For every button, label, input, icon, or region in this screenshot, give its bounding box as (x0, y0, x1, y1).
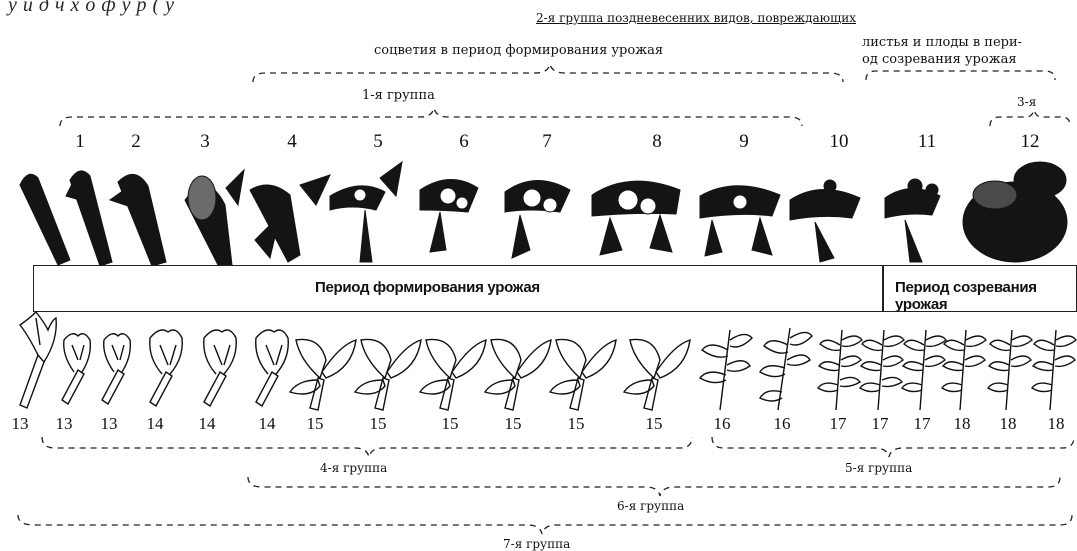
bottom-phase-number: 15 (646, 414, 663, 434)
phase-14-bud-drawing (150, 330, 183, 406)
phase-17-shoot-drawing (860, 330, 904, 410)
phase-17-shoot-drawing (902, 330, 946, 410)
phase-15-leaf-drawing (624, 339, 690, 410)
phase-18-shoot-drawing (1032, 330, 1076, 410)
phase-16-shoot-drawing (700, 330, 752, 410)
bottom-phase-number: 14 (199, 414, 216, 434)
bottom-phase-number: 18 (1000, 414, 1017, 434)
bottom-phase-number: 15 (370, 414, 387, 434)
phase-15-leaf-drawing (420, 339, 486, 410)
bottom-phase-number: 13 (56, 414, 73, 434)
bottom-phase-number: 15 (307, 414, 324, 434)
bottom-phase-number: 17 (830, 414, 847, 434)
bottom-phase-number: 15 (442, 414, 459, 434)
phase-13-bud-drawing (62, 334, 90, 404)
phase-17-shoot-drawing (818, 330, 862, 410)
bottom-phase-number: 16 (714, 414, 731, 434)
phase-14-bud-drawing (204, 330, 237, 406)
bottom-phase-number: 14 (147, 414, 164, 434)
phase-14-bud-drawing (256, 330, 289, 406)
bottom-phase-number: 14 (259, 414, 276, 434)
bottom-phase-number: 17 (914, 414, 931, 434)
phase-16-shoot-drawing (760, 328, 812, 410)
bottom-phase-number: 13 (12, 414, 29, 434)
bottom-phase-number: 16 (774, 414, 791, 434)
phase-18-shoot-drawing (942, 330, 986, 410)
phase-18-shoot-drawing (988, 330, 1032, 410)
bottom-phase-number: 17 (872, 414, 889, 434)
phase-15-leaf-drawing (355, 339, 421, 410)
bottom-phase-number: 15 (505, 414, 522, 434)
phase-13-bud-drawing (20, 312, 56, 408)
bottom-phase-number: 15 (568, 414, 585, 434)
phase-15-leaf-drawing (290, 339, 356, 410)
phase-15-leaf-drawing (550, 339, 616, 410)
phase-15-leaf-drawing (485, 339, 551, 410)
bottom-phase-number: 18 (954, 414, 971, 434)
phase-13-bud-drawing (102, 334, 130, 404)
bottom-phase-number: 13 (101, 414, 118, 434)
bottom-phase-number: 18 (1048, 414, 1065, 434)
